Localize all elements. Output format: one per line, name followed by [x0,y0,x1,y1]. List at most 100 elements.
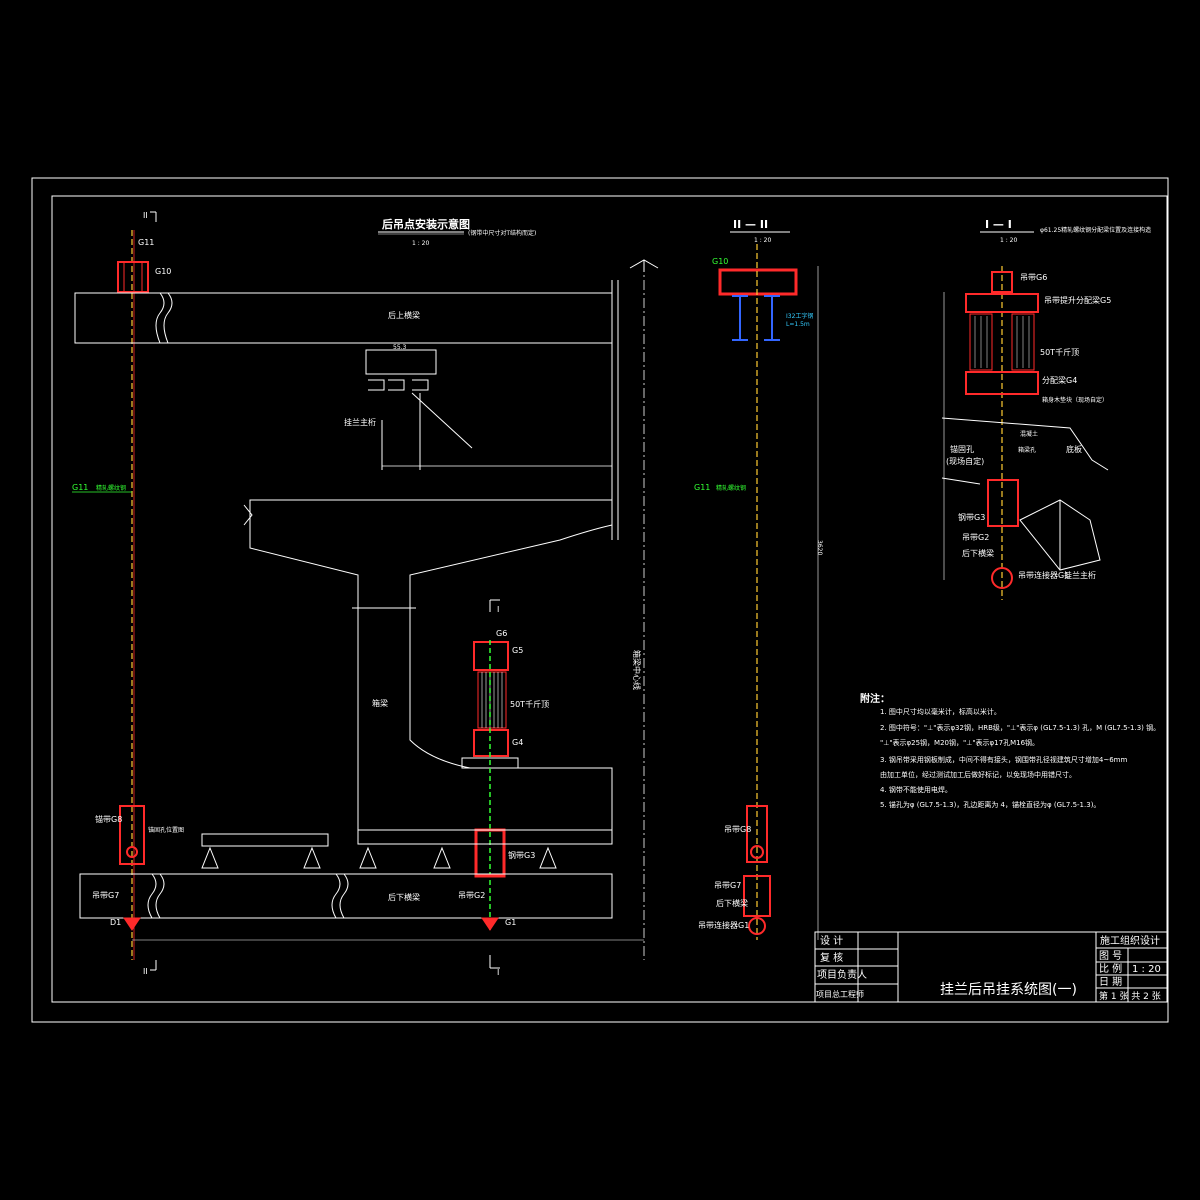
anchor-g8-block [119,805,145,865]
section-2-g10-block [718,268,798,296]
tb-date: 日 期 [1099,976,1122,988]
centerline-label: 箱梁中心线 [632,650,642,690]
section-I-top-label: I [497,605,499,614]
tb-drawing-no: 图 号 [1099,950,1122,962]
centerline-symbol [629,259,659,272]
main-view-scale: 1 : 20 [412,240,429,247]
section-1-slab-label: 底板 [1066,444,1082,454]
main-view: 后吊点安装示意图 (钢带中尺寸对T结构而定) 1 : 20 II II G11 … [72,211,823,977]
section-1-connector [991,567,1013,589]
section-2-g8-label: 吊带G8 [724,825,751,834]
bracket-dim: 55.3 [393,344,407,351]
note-2: 2. 图中符号："⊥"表示φ32钢，HRB级，"⊥"表示φ (GL7.5-1.3… [880,723,1160,732]
g4-label: G4 [512,738,523,747]
tb-chief: 项目总工程师 [816,989,864,999]
section-2-title: II — II [733,218,768,231]
section-1-bearing-label: 箱身木垫块（现场自定） [1042,396,1108,404]
section-2-view: II — II 1 : 20 G10 I32工字钢 L=1.5m G11 精轧螺… [694,218,819,940]
g10-label: G10 [155,267,171,276]
section-1-beam-label: 后下横梁 [962,548,994,558]
box-beam-label: 箱梁 [372,698,388,708]
g6-label: G6 [496,629,507,638]
title-block: 设 计 复 核 项目负责人 项目总工程师 挂兰后吊挂系统图(一) 施工组织设计 … [814,931,1168,1003]
section-1-concrete-label: 混凝土 [1020,430,1038,438]
section-1-truss-label: 挂兰主桁 [1064,570,1096,580]
outer-border [31,177,1169,1023]
tb-manager: 项目负责人 [817,968,867,981]
g6-block [473,641,509,671]
rear-upper-beam [74,292,613,344]
section-1-g6-label: 吊带G6 [1020,273,1047,282]
section-1-anchor-note: 锚固孔 [950,444,974,454]
g1-label: G1 [505,918,516,927]
main-view-title: 后吊点安装示意图 [382,217,470,231]
note-4: 3. 钢吊带采用钢板制成，中间不得有接头，钢围带孔径视建筑尺寸增加4~6mm [880,755,1127,764]
tb-scale: 比 例 [1099,962,1122,975]
section-2-i-beam-label: I32工字钢 [786,312,813,320]
d1-clamp [123,917,141,931]
section-2-g10-label: G10 [712,257,728,266]
jack-body [477,671,507,729]
section-1-beam-hole-label: 箱梁孔 [1018,446,1036,454]
section-1-title: I — I [985,218,1012,231]
g7-label: 吊带G7 [92,891,119,900]
g11-top-label: G11 [138,238,154,247]
title-block-frame [814,931,1168,1003]
section-1-g4 [965,371,1039,395]
section-1-g2-label: 吊带G2 [962,533,989,542]
section-2-i-beams [732,295,780,341]
section-2-g7-label: 吊带G7 [714,881,741,890]
inner-border [51,195,1168,1003]
section-1-g6 [991,271,1013,293]
break-line-bottom-2 [331,873,349,919]
bracket-plate [365,349,437,375]
main-view-title-note: (钢带中尺寸对T结构而定) [468,229,536,237]
g11-mid-note: 精轧螺纹钢 [96,484,126,492]
jack-label: 50T千斤顶 [510,699,549,709]
rear-upper-beam-label: 后上横梁 [388,310,420,320]
bracket-leg-1 [411,392,473,449]
rear-lower-beam [79,873,613,919]
section-1-g5-label: 吊带提升分配梁G5 [1044,295,1111,305]
rear-lower-beam-label: 后下横梁 [388,892,420,902]
break-line-bottom [147,873,165,919]
section-1-g5 [965,293,1039,313]
note-6: 4. 钢带不能使用电焊。 [880,785,952,794]
notes-heading: 附注： [860,692,890,705]
tb-review: 复 核 [820,951,843,964]
section-1-connector-label: 吊带连接器G1 [1018,570,1069,580]
section-2-g11-note: 精轧螺纹钢 [716,484,746,492]
section-1-jack-label: 50T千斤顶 [1040,347,1079,357]
section-1-g3-label: 钢带G3 [958,512,985,522]
anchor-note-label: 锚固孔位置图 [148,826,184,834]
note-3: "⊥"表示φ25钢，M20钢，"⊥"表示φ17孔M16钢。 [880,738,1039,747]
g4-block [473,729,509,757]
section-2-anchor-block [746,805,768,863]
notes: 附注： 1. 图中尺寸均以毫米计，标高以米计。 2. 图中符号："⊥"表示φ32… [860,692,1160,809]
section-2-lower-pin [748,917,766,935]
section-1-g3 [987,479,1019,527]
anchor-g2-label: 吊带G2 [458,891,485,900]
tb-design: 设 计 [820,934,843,947]
d1-label: D1 [110,918,121,927]
section-1-jacks [969,313,1035,371]
section-1-truss [1019,499,1101,571]
section-2-anchor-pin [750,845,764,859]
section-1-scale: 1 : 20 [1000,237,1017,244]
section-2-i-beam-note: L=1.5m [786,321,810,328]
g5-label: G5 [512,646,523,655]
bracket-channels [368,379,429,391]
g11-mid-label: G11 [72,483,88,492]
tb-scale-value: 1 : 20 [1132,964,1161,975]
section-2-scale: 1 : 20 [754,237,771,244]
note-5: 由加工单位，经过测试加工后做好标记，以免现场中用错尺寸。 [880,770,1076,779]
formwork-supports [201,829,613,869]
anchor-g8-label: 锚带G8 [95,814,122,824]
section-1-title-note: φ61.25精轧螺纹钢分配梁位置及连接构造 [1040,226,1151,234]
section-1-g4-label: 分配梁G4 [1042,376,1077,385]
tb-sheet: 第 1 张 共 2 张 [1099,990,1161,1002]
note-7: 5. 锚孔为φ (GL7.5-1.3)，孔边距离为 4，锚栓直径为φ (GL7.… [880,800,1100,809]
note-1: 1. 图中尺寸均以毫米计，标高以米计。 [880,707,1001,716]
box-girder-outline [249,499,613,831]
